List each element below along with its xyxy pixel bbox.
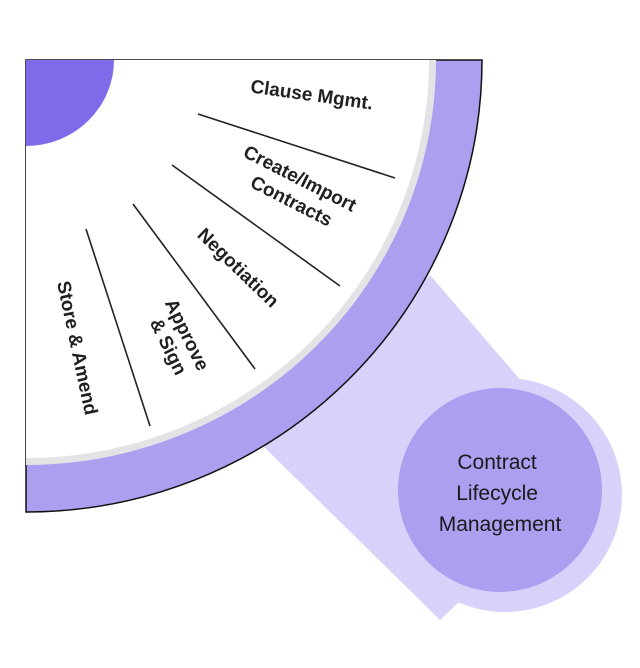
wheel-face: [26, 60, 429, 458]
segment-divider: [85, 228, 151, 427]
hub-label-line-1: Contract: [457, 451, 537, 474]
segment-label-approve-sign: Approve & Sign: [140, 296, 215, 389]
segment-divider: [132, 203, 256, 370]
hub-label-line-2: Lifecycle: [456, 482, 538, 505]
segment-divider: [197, 113, 396, 179]
core-quarter-circle: [26, 60, 114, 146]
segment-divider: [171, 164, 341, 287]
hub-label-line-3: Management: [439, 513, 562, 536]
hub-inner-circle: [398, 388, 602, 592]
hub-label: Contract Lifecycle Management: [439, 451, 562, 536]
